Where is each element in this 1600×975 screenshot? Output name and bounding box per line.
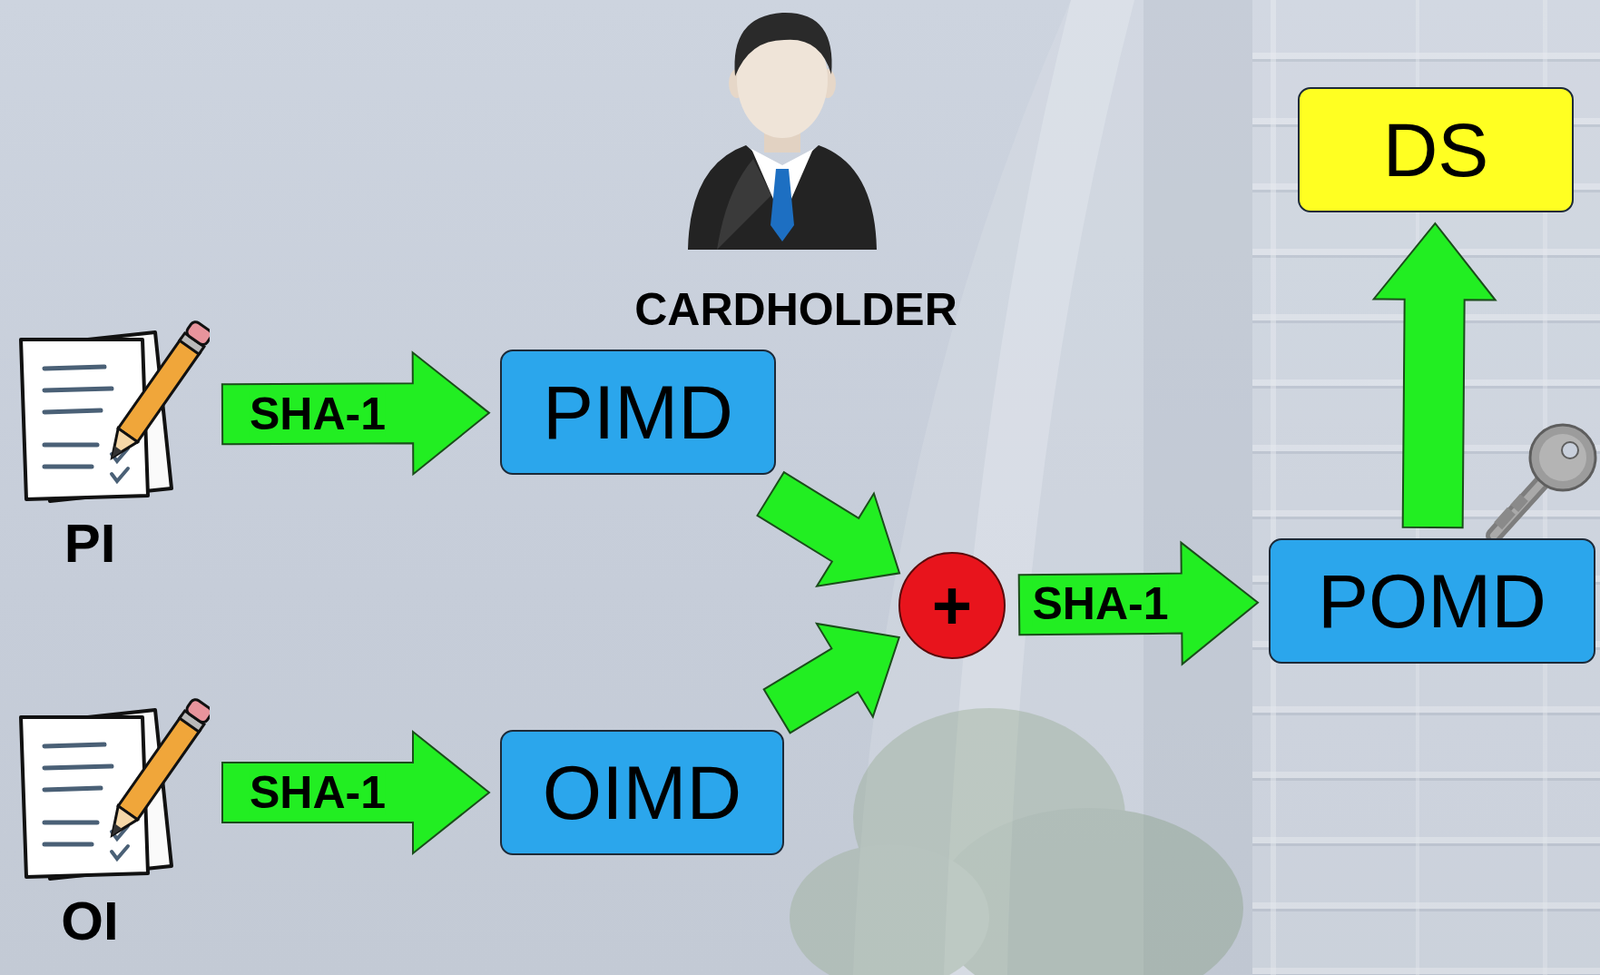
document-icon: [44, 744, 112, 845]
document-icon: [44, 366, 105, 369]
block-arrow: [1374, 223, 1496, 528]
key-icon: [1493, 479, 1545, 536]
hash-label: SHA-1: [249, 391, 386, 437]
key-icon: [1530, 424, 1596, 491]
document-node: PI: [9, 317, 210, 574]
document-icon: [102, 319, 210, 464]
cardholder-icon: [687, 12, 877, 250]
block-arrow: [222, 352, 490, 474]
document-icon: [102, 805, 138, 842]
block-arrow: [764, 623, 900, 733]
hash-label: SHA-1: [249, 769, 386, 815]
role-label: CARDHOLDER: [634, 284, 958, 335]
hash-label: SHA-1: [1031, 580, 1169, 627]
digest-box: PIMD: [500, 349, 776, 475]
document-icon: [111, 845, 128, 859]
digest-box: OIMD: [500, 729, 785, 855]
cardholder-icon: [687, 145, 877, 250]
cardholder-icon: [770, 168, 795, 242]
document-icon: [102, 696, 210, 842]
node-label: OIMD: [542, 750, 742, 835]
digest-box: POMD: [1268, 538, 1596, 664]
document-icon: [102, 428, 138, 464]
node-label: POMD: [1317, 559, 1547, 643]
block-arrow: [222, 731, 490, 854]
document-icon: [117, 716, 200, 820]
document-icon: [108, 823, 123, 838]
document-label: OI: [60, 891, 118, 952]
building-photo: [853, 0, 1600, 975]
digest-box: DS: [1297, 87, 1574, 213]
document-icon: [44, 410, 101, 413]
document-icon: [44, 765, 112, 768]
block-arrow: [1019, 542, 1258, 665]
sum-circle: +: [897, 550, 1007, 660]
key-icon: [1539, 433, 1587, 481]
building-photo: [1252, 0, 1600, 975]
document-icon: [44, 820, 98, 825]
tree-foliage: [789, 844, 990, 975]
document-icon: [44, 787, 101, 790]
document-icon: [185, 696, 210, 725]
building-photo: [853, 0, 1600, 975]
block-arrow: [756, 471, 900, 587]
document-icon: [44, 388, 112, 391]
node-label: DS: [1383, 107, 1490, 192]
key-icon: [1561, 441, 1579, 459]
document-icon: [44, 464, 92, 470]
document-icon: [44, 442, 98, 448]
key-icon: [1493, 507, 1516, 530]
document-node: OI: [9, 695, 210, 952]
circle-outline: [899, 552, 1005, 658]
document-icon: [117, 339, 200, 442]
document-icon: [185, 319, 210, 347]
node-label: PIMD: [542, 370, 734, 454]
document-icon: [108, 445, 123, 461]
document-icon: [44, 842, 92, 847]
key-icon: [1493, 424, 1596, 536]
key-icon: [1493, 479, 1545, 536]
building-photo: [1270, 0, 1277, 975]
document-label: PI: [64, 513, 117, 574]
node-label: +: [932, 567, 972, 644]
document-icon: [44, 744, 105, 747]
document-icon: [111, 468, 128, 481]
tree-foliage: [789, 707, 1244, 975]
key-icon: [1510, 493, 1529, 512]
document-icon: [9, 695, 210, 890]
document-icon: [9, 317, 210, 512]
document-icon: [44, 366, 112, 467]
cardholder-icon: [734, 12, 832, 77]
